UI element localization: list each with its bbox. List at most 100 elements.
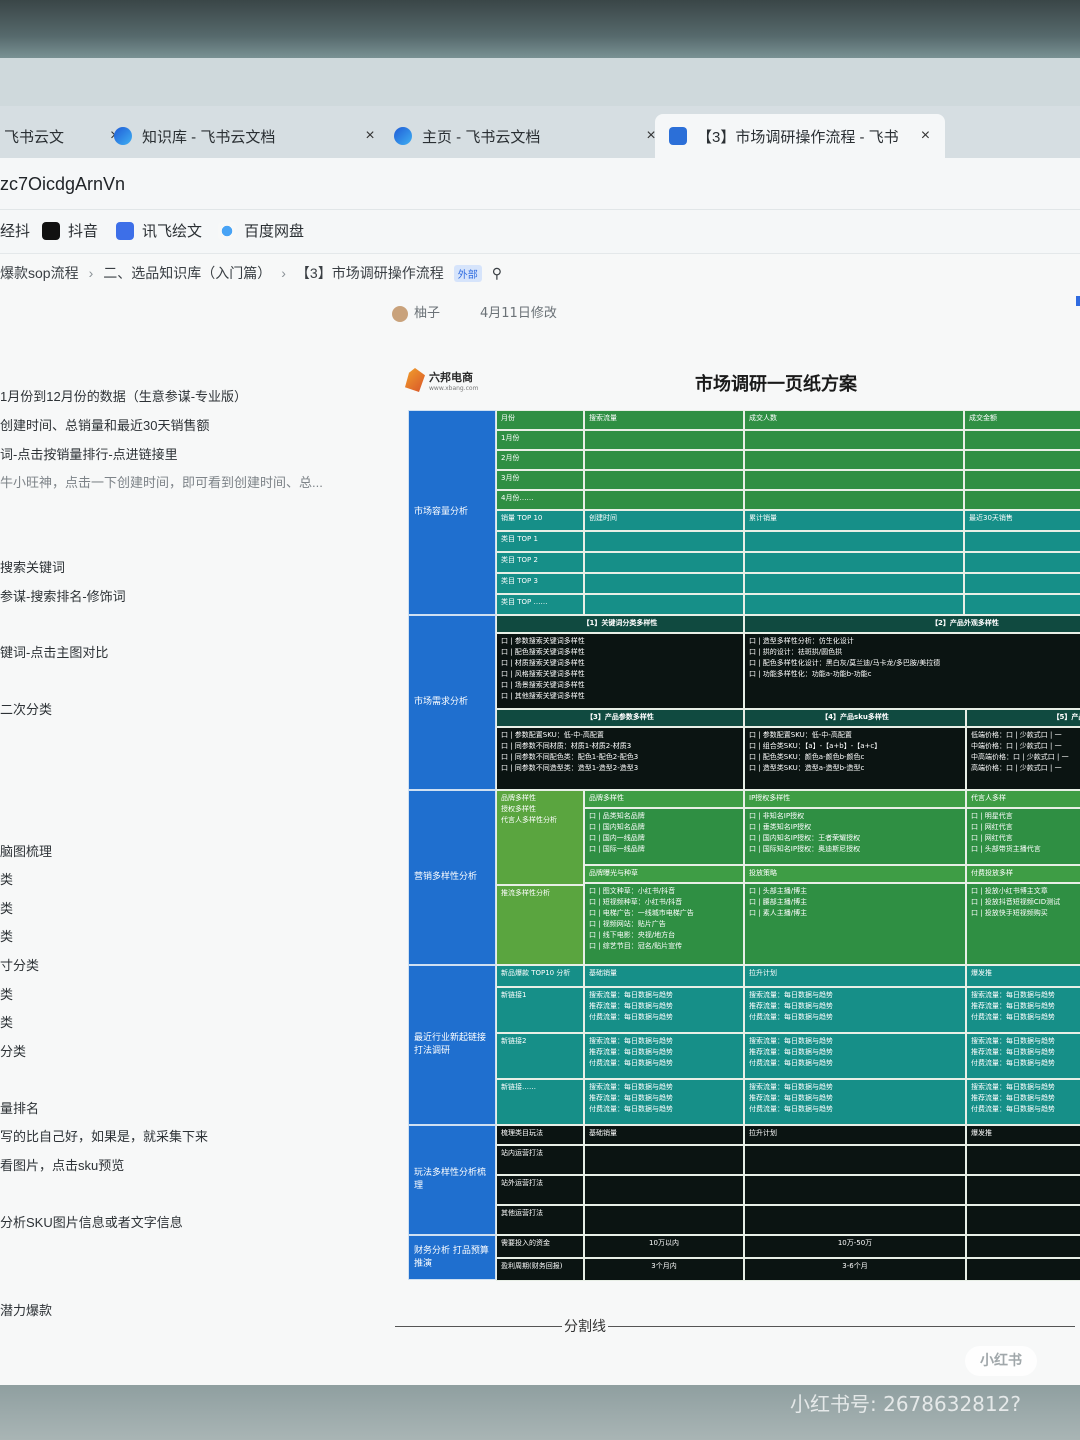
diagram-line: 搜索流量：每日数据与趋势 <box>749 991 833 999</box>
diagram-line: 口 | 头部主播/博主 <box>749 887 808 895</box>
demand-header: 【3】产品参数多样性 <box>496 709 744 727</box>
bookmark-xunfei[interactable]: 讯飞绘文 <box>116 220 202 241</box>
diagram-line: 推荐流量：每日数据与趋势 <box>589 1094 673 1102</box>
outline-item[interactable]: 牛小旺神，点击一下创建时间，即可看到创建时间、总... <box>0 475 323 490</box>
outline-item[interactable]: 1月份到12月份的数据（生意参谋-专业版） <box>0 389 248 404</box>
logo-mark-icon <box>405 368 425 392</box>
capacity-header: 月份 <box>496 410 584 430</box>
doc-icon <box>669 127 687 145</box>
outline-item[interactable]: 写的比自己好，如果是，就采集下来 <box>0 1129 209 1144</box>
diagram-line: 口 | 投放快手短视频购买 <box>971 909 1048 917</box>
diagram-line: 付费流量：每日数据与趋势 <box>589 1013 673 1021</box>
tab-market-research[interactable]: 【3】市场调研操作流程 - 飞书 × <box>655 114 945 158</box>
outline-item[interactable]: 创建时间、总销量和最近30天销售额 <box>0 418 210 433</box>
bookmark-label: 抖音 <box>68 223 99 240</box>
bookmarks-bar: 经抖 抖音 讯飞绘文 百度网盘 <box>0 210 1080 254</box>
outline-item[interactable]: 词-点击按销量排行-点进链接里 <box>0 447 178 462</box>
diagram-line: 口 | 品类知名品牌 <box>589 812 645 820</box>
close-icon[interactable]: × <box>646 127 656 144</box>
play-head: 拉升计划 <box>744 1125 966 1145</box>
outline-item[interactable]: 看图片，点击sku预览 <box>0 1158 125 1173</box>
tab-knowledge-base[interactable]: 知识库 - 飞书云文档 × <box>100 114 389 158</box>
douyin-icon <box>42 221 60 240</box>
outline-item[interactable]: 键词-点击主图对比 <box>0 645 109 660</box>
diagram-line: 口 | 明星代言 <box>971 812 1013 820</box>
outline-item[interactable]: 类 <box>0 1015 14 1030</box>
diagram-line: 中高端价格：口 | 少款式口 | 一 <box>971 753 1069 761</box>
outline-item[interactable]: 分析SKU图片信息或者文字信息 <box>0 1215 183 1230</box>
diagram-line: 代言人多样性分析 <box>501 816 557 824</box>
tab-home[interactable]: 主页 - 飞书云文档 × <box>380 114 670 158</box>
diagram-line: 推荐流量：每日数据与趋势 <box>589 1048 673 1056</box>
address-bar[interactable]: zc7OicdgArnVn <box>0 158 1080 210</box>
url-text[interactable]: zc7OicdgArnVn <box>0 174 126 194</box>
outline-item[interactable]: 脑图梳理 <box>0 844 53 859</box>
marketing-brand: 口 | 品类知名品牌口 | 国内知名品牌口 | 国内一线品牌口 | 国际一线品牌 <box>584 808 744 865</box>
outline-item[interactable]: 搜索关键词 <box>0 560 66 575</box>
scrollbar-thumb[interactable] <box>1076 296 1080 306</box>
outline-item[interactable]: 量排名 <box>0 1101 40 1116</box>
play-cell <box>966 1145 1080 1175</box>
diagram-line: 口 | 场景搜索关键词多样性 <box>501 681 585 689</box>
newlink-row-label: 新链接1 <box>496 987 584 1033</box>
close-icon[interactable]: × <box>920 127 931 144</box>
diagram-line: 口 | 线下电影：央视/地方台 <box>589 931 676 939</box>
diagram-line: 口 | 参数配置SKU：低-中-高配置 <box>749 731 852 739</box>
diagram-line: 品牌多样性 <box>501 794 536 802</box>
newlink-metric: 搜索流量：每日数据与趋势推荐流量：每日数据与趋势付费流量：每日数据与趋势 <box>584 987 744 1033</box>
diagram-line: 付费流量：每日数据与趋势 <box>971 1013 1055 1021</box>
capacity-month: 3月份 <box>496 470 584 490</box>
newlink-metric: 搜索流量：每日数据与趋势推荐流量：每日数据与趋势付费流量：每日数据与趋势 <box>966 1033 1080 1079</box>
diagram-line: 付费流量：每日数据与趋势 <box>749 1013 833 1021</box>
watermark-id: 小红书号: 2678632812? <box>790 1392 1021 1416</box>
outline-item[interactable]: 参谋-搜索排名-修饰词 <box>0 589 126 604</box>
tab-label: 飞书云文 <box>4 128 65 146</box>
diagram-line: 搜索流量：每日数据与趋势 <box>749 1037 833 1045</box>
capacity-cell <box>584 430 744 450</box>
diagram-line: 口 | 视频网站：贴片广告 <box>589 920 666 928</box>
chevron-right-icon: › <box>88 265 94 281</box>
play-cell <box>584 1205 744 1235</box>
outline-item[interactable]: 类 <box>0 987 14 1002</box>
marketing-left: 品牌多样性授权多样性代言人多样性分析 <box>496 790 584 885</box>
breadcrumb-item[interactable]: 爆款sop流程 <box>0 265 79 281</box>
outline-item[interactable]: 寸分类 <box>0 958 40 973</box>
newlink-row-label: 新链接…… <box>496 1079 584 1125</box>
breadcrumb-item[interactable]: 二、选品知识库（入门篇） <box>103 265 272 281</box>
diagram-line: 付费流量：每日数据与趋势 <box>749 1105 833 1113</box>
diagram-line: 口 | 参数搜索关键词多样性 <box>501 637 585 645</box>
avatar <box>392 305 408 322</box>
diagram-line: 推荐流量：每日数据与趋势 <box>971 1002 1055 1010</box>
browser-screen: 飞书云文 × 知识库 - 飞书云文档 × 主页 - 飞书云文档 × 【3】市场调… <box>0 58 1080 1398</box>
pin-icon[interactable]: ⚲ <box>491 264 502 281</box>
newlink-head: 爆发推 <box>966 965 1080 987</box>
newlink-row-label: 新链接2 <box>496 1033 584 1079</box>
diagram-line: 口 | 图文种草：小红书/抖音 <box>589 887 676 895</box>
diagram-line: 搜索流量：每日数据与趋势 <box>589 1083 673 1091</box>
breadcrumb-item[interactable]: 【3】市场调研操作流程 <box>295 265 444 281</box>
marketing-head: 品牌多样性 <box>584 790 744 808</box>
capacity-header: 成交金额 <box>964 410 1080 430</box>
diagram-line: 推荐流量：每日数据与趋势 <box>749 1002 833 1010</box>
finance-row-label: 盈利周期(财务回报) <box>496 1258 584 1281</box>
diagram-line: 口 | 综艺节目：冠名/贴片宣传 <box>589 942 683 950</box>
play-cell <box>584 1175 744 1205</box>
outline-item[interactable]: 类 <box>0 901 14 916</box>
play-head: 梳理类目玩法 <box>496 1125 584 1145</box>
bookmark-label: 百度网盘 <box>244 223 305 240</box>
outline-item[interactable]: 潜力爆款 <box>0 1303 53 1318</box>
outline-item[interactable]: 分类 <box>0 1044 27 1059</box>
bookmark-douyin[interactable]: 抖音 <box>42 220 98 241</box>
tab-label: 主页 - 飞书云文档 <box>422 128 541 146</box>
finance-cell: 10万以内 <box>584 1235 744 1258</box>
newlink-head: 基础销量 <box>584 965 744 987</box>
outline-item[interactable]: 二次分类 <box>0 702 53 717</box>
bookmark-baidu-pan[interactable]: 百度网盘 <box>218 220 304 241</box>
outline-item[interactable]: 类 <box>0 872 14 887</box>
diagram-line: 口 | 电梯广告：一线城市电梯广告 <box>589 909 694 917</box>
close-icon[interactable]: × <box>365 127 375 144</box>
outline-item[interactable]: 类 <box>0 929 14 944</box>
section-label: 营销多样性分析 <box>408 790 496 965</box>
capacity-month: 1月份 <box>496 430 584 450</box>
bookmark-item[interactable]: 经抖 <box>0 220 30 241</box>
